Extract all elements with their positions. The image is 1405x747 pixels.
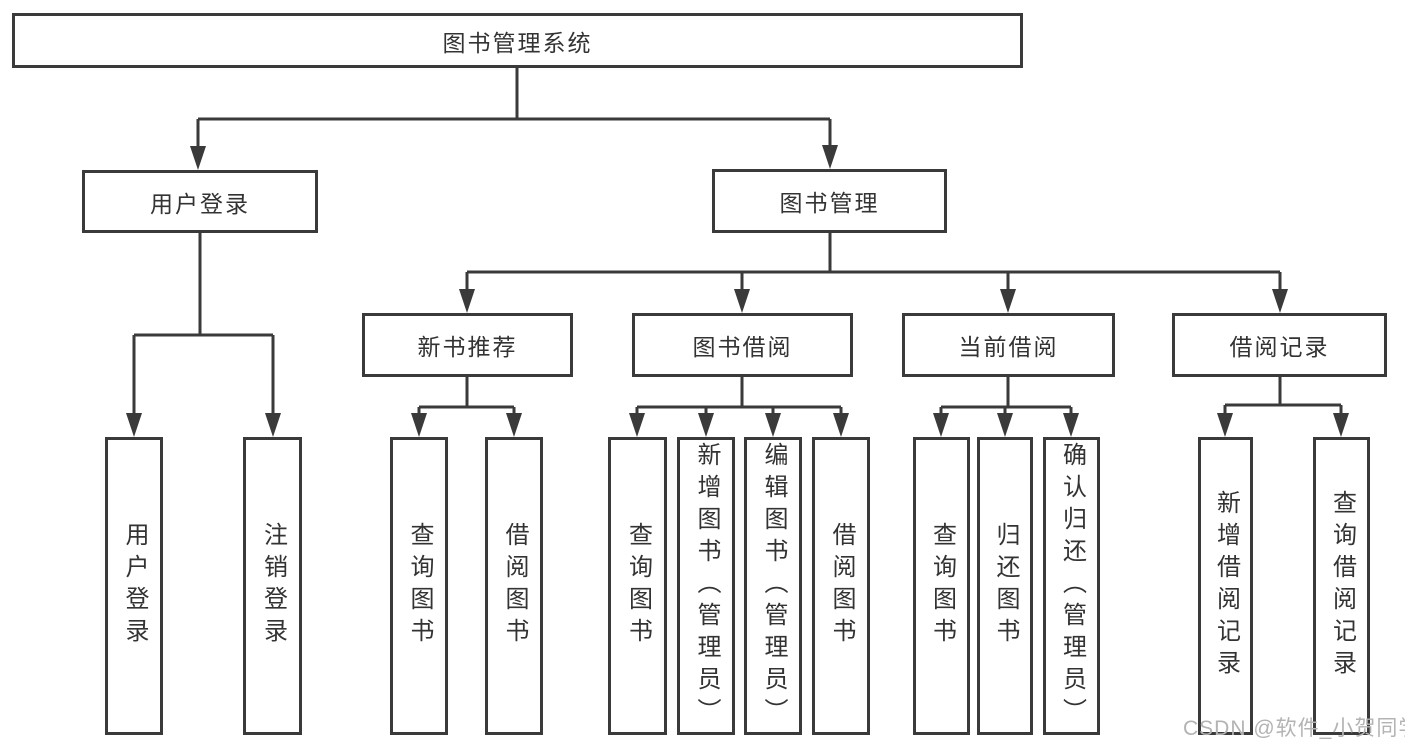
node-book-borrowing: 图书借阅 (632, 313, 853, 377)
node-current-borrowing: 当前借阅 (902, 313, 1115, 377)
leaf-label: 用户登录 (121, 522, 148, 650)
node-borrowing-records: 借阅记录 (1172, 313, 1387, 377)
leaf-edit-book-admin: 编辑图书（管理员） (744, 437, 802, 735)
watermark: CSDN @软件_小贺同学 (1183, 717, 1405, 740)
leaf-logout: 注销登录 (243, 437, 302, 735)
leaf-label: 注销登录 (259, 522, 287, 650)
leaf-label: 借阅图书 (828, 522, 855, 650)
leaf-label: 查询图书 (928, 522, 956, 650)
node-label: 新书推荐 (417, 334, 518, 360)
node-root: 图书管理系统 (12, 13, 1023, 68)
node-label: 图书管理 (779, 190, 880, 216)
leaf-borrow-books-borrowing: 借阅图书 (812, 437, 870, 735)
leaf-add-borrow-record: 新增借阅记录 (1198, 437, 1253, 735)
leaf-label: 查询图书 (624, 522, 652, 650)
node-book-management: 图书管理 (712, 169, 947, 233)
node-label: 用户登录 (150, 190, 250, 217)
leaf-query-borrow-record: 查询借阅记录 (1313, 437, 1370, 735)
leaf-label: 确认归还（管理员） (1058, 442, 1086, 730)
leaf-label: 归还图书 (992, 522, 1019, 650)
leaf-query-books-current: 查询图书 (913, 437, 970, 735)
leaf-confirm-return-admin: 确认归还（管理员） (1043, 437, 1100, 735)
leaf-label: 新增借阅记录 (1212, 490, 1240, 682)
leaf-query-books-recommend: 查询图书 (390, 437, 448, 735)
leaf-add-book-admin: 新增图书（管理员） (677, 437, 735, 735)
leaf-label: 新增图书（管理员） (693, 442, 720, 730)
leaf-label: 查询图书 (406, 522, 433, 650)
node-label: 借阅记录 (1229, 334, 1330, 360)
leaf-label: 编辑图书（管理员） (760, 442, 787, 730)
node-user-login: 用户登录 (82, 170, 318, 233)
node-label: 图书管理系统 (442, 29, 593, 56)
leaf-user-login: 用户登录 (105, 437, 163, 735)
node-label: 当前借阅 (958, 334, 1059, 360)
leaf-query-books-borrowing: 查询图书 (608, 437, 667, 735)
leaf-return-books: 归还图书 (977, 437, 1033, 735)
leaf-borrow-books-recommend: 借阅图书 (485, 437, 543, 735)
node-new-book-recommend: 新书推荐 (362, 313, 573, 377)
node-label: 图书借阅 (692, 334, 793, 360)
leaf-label: 查询借阅记录 (1328, 490, 1356, 682)
leaf-label: 借阅图书 (501, 522, 528, 650)
